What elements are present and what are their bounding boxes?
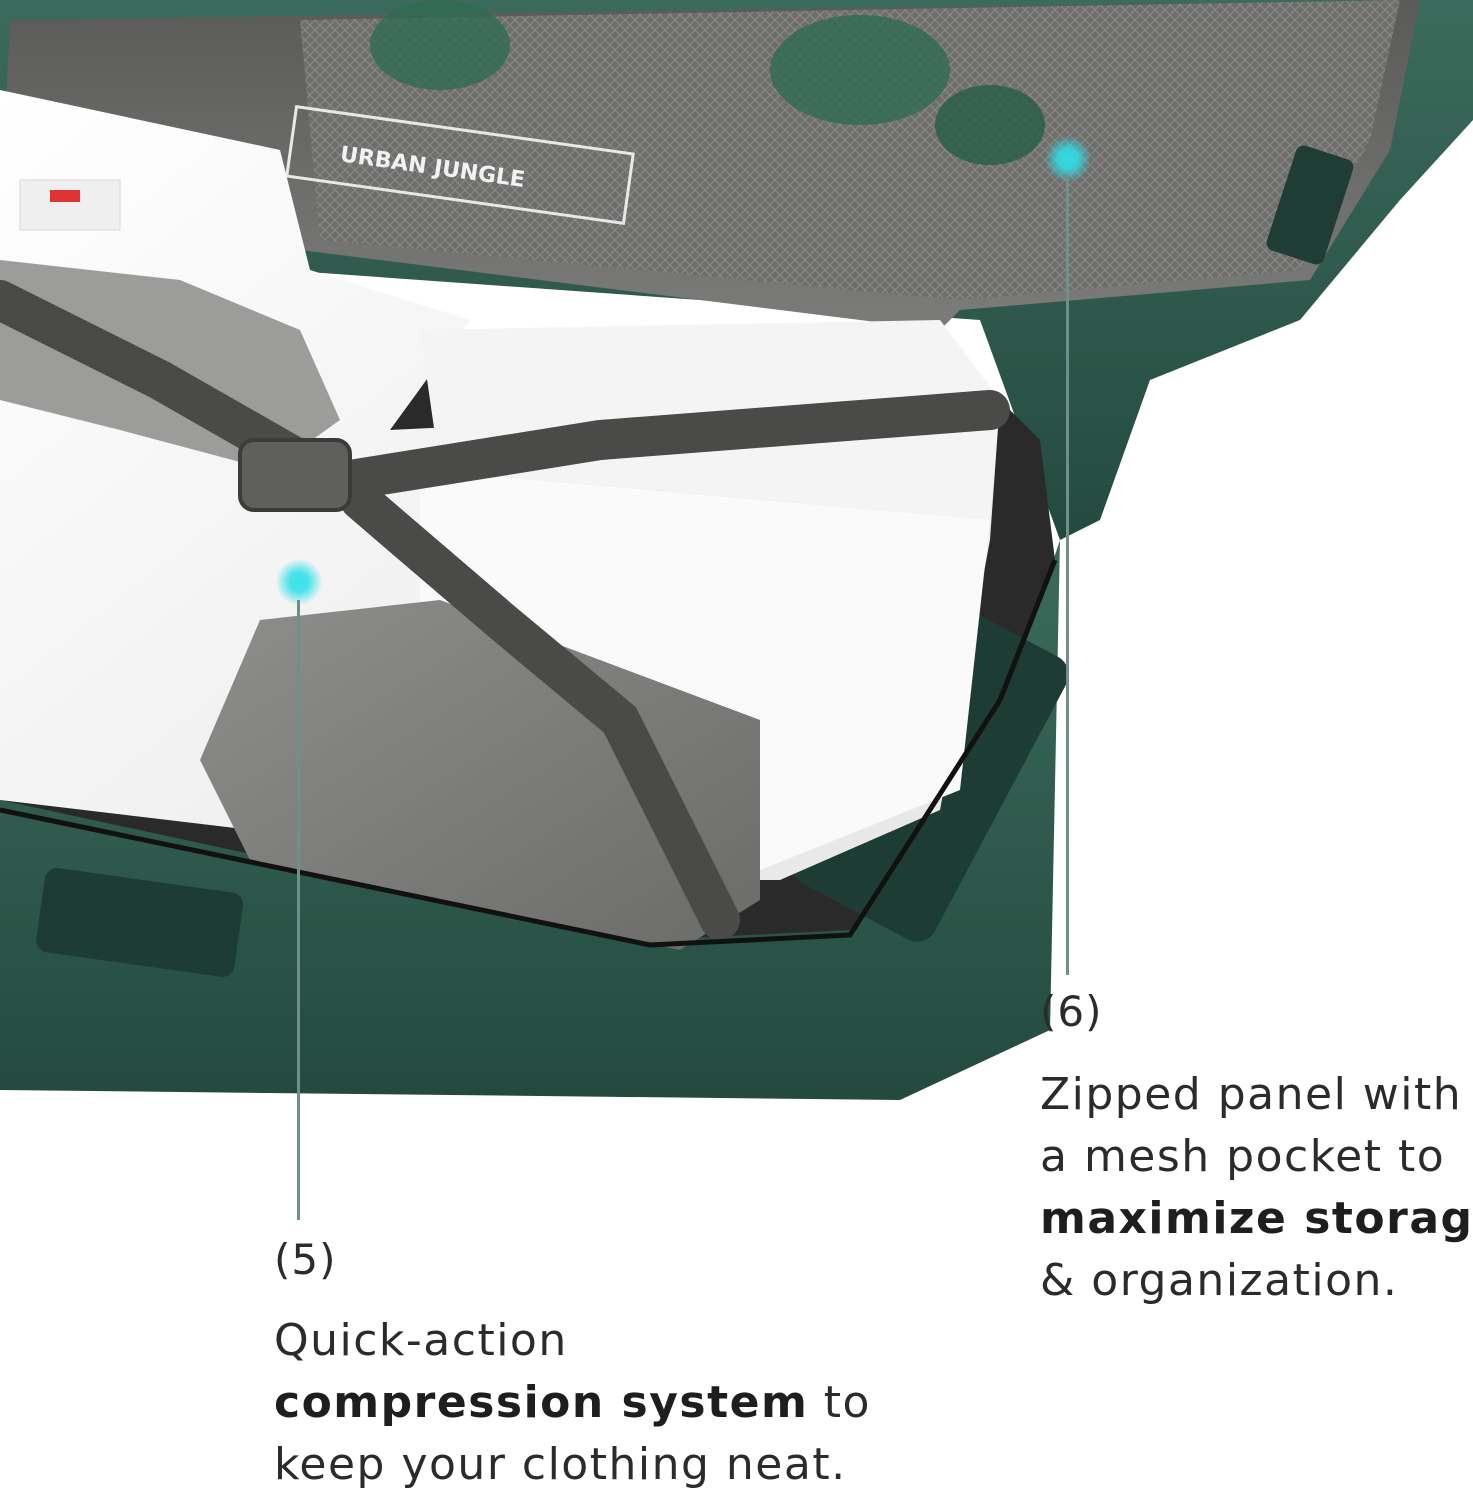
callout-number-6: (6) (1040, 987, 1103, 1036)
callout-text-5: Quick-action compression system to keep … (274, 1310, 871, 1496)
leader-line-6 (1066, 175, 1069, 975)
callout-6-line-4: & organization. (1040, 1255, 1399, 1306)
callout-5-line-1: Quick-action (274, 1315, 568, 1366)
hotspot-mesh-pocket (1045, 136, 1091, 182)
hotspot-compression-system (276, 559, 322, 605)
callout-text-6: Zipped panel with a mesh pocket to maxim… (1040, 1064, 1473, 1312)
toiletry-pouch (200, 600, 760, 950)
callout-5-line-3: keep your clothing neat. (274, 1439, 847, 1490)
callout-6-line-3: maximize storage (1040, 1193, 1473, 1244)
callout-6-line-1: Zipped panel with (1040, 1069, 1463, 1120)
compression-straps (0, 280, 1010, 940)
callout-number-5: (5) (274, 1235, 337, 1284)
callout-6-line-2: a mesh pocket to (1040, 1131, 1446, 1182)
leader-line-5 (297, 600, 300, 1220)
callout-5-line-2: compression system to (274, 1377, 871, 1428)
suitcase-lid: URBAN JUNGLE (0, 0, 1473, 540)
